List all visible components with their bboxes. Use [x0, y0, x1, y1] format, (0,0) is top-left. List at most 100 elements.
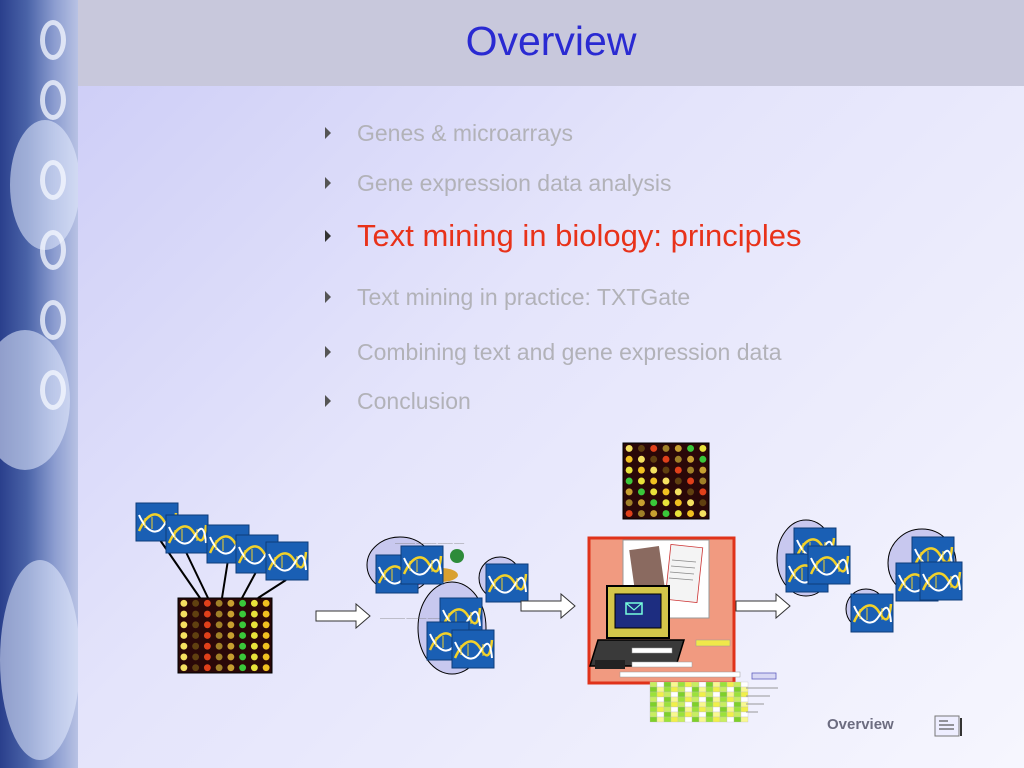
microarray-spot — [180, 621, 188, 629]
microarray-spot — [192, 610, 200, 618]
heatmap-cell — [656, 701, 665, 708]
microarray-spot — [637, 466, 645, 474]
microarray-spot — [650, 510, 658, 518]
bullet-label: Genes & microarrays — [357, 120, 574, 146]
heatmap-cell — [656, 686, 665, 693]
microarray-spot — [687, 444, 695, 452]
microarray-spot — [180, 653, 188, 661]
microarray-spot — [662, 444, 670, 452]
sidebar-decoration — [0, 560, 78, 760]
microarray-spot — [699, 499, 707, 507]
heatmap-cell — [726, 716, 735, 723]
microarray-spot — [203, 610, 211, 618]
microarray-icon — [177, 597, 273, 674]
heatmap-cell — [740, 711, 749, 718]
microarray-spot — [192, 632, 200, 639]
heatmap-cell — [712, 701, 721, 708]
microarray-spot — [227, 664, 235, 672]
heatmap-cell — [684, 681, 693, 688]
heatmap-cell — [677, 711, 686, 718]
heatmap-cell — [698, 701, 707, 708]
microarray-spot — [192, 653, 200, 661]
microarray-spot — [662, 499, 670, 507]
heatmap-cell — [740, 706, 749, 713]
microarray-spot — [674, 444, 682, 452]
microarray-spot — [239, 664, 247, 672]
heatmap-cell — [698, 681, 707, 688]
heatmap-cell — [684, 706, 693, 713]
heatmap-cell — [691, 711, 700, 718]
heatmap-cell — [733, 696, 742, 703]
microarray-spot — [674, 477, 682, 485]
heatmap-cell — [712, 686, 721, 693]
microarray-spot — [227, 621, 235, 629]
microarray-spot — [239, 599, 247, 607]
sidebar-decoration — [40, 230, 66, 270]
sidebar-decoration — [40, 20, 66, 60]
heatmap-cell — [684, 701, 693, 708]
heatmap-cell — [712, 711, 721, 718]
dna-helix-icon — [918, 560, 964, 602]
heatmap-cell — [656, 706, 665, 713]
heatmap-cell — [705, 701, 714, 708]
heatmap-cell — [663, 701, 672, 708]
microarray-spot — [215, 632, 223, 639]
heatmap-cell — [656, 681, 665, 688]
heatmap-cell — [733, 711, 742, 718]
heatmap-cell — [733, 716, 742, 723]
heatmap-cell — [649, 686, 658, 693]
heatmap-cell — [733, 691, 742, 698]
bullet-label: Combining text and gene expression data — [357, 339, 782, 365]
microarray-spot — [203, 664, 211, 672]
heatmap-cell — [684, 691, 693, 698]
microarray-spot — [239, 621, 247, 629]
heatmap-cell — [719, 716, 728, 723]
microarray-spot — [250, 632, 258, 639]
microarray-spot — [674, 466, 682, 474]
gene-clusters-group: ———— ———— ——— —— ————— ———— —————— —— — [366, 536, 530, 675]
heatmap-cell — [698, 716, 707, 723]
sidebar-decoration — [40, 300, 66, 340]
microarray-spot — [239, 610, 247, 618]
heatmap-cell — [691, 686, 700, 693]
gene-groups-result — [776, 519, 964, 634]
microarray-spot — [203, 642, 211, 650]
microarray-spot — [250, 599, 258, 607]
microarray-spot — [625, 444, 633, 452]
heatmap-cell — [649, 706, 658, 713]
microarray-spot — [227, 632, 235, 639]
microarray-spot — [637, 488, 645, 496]
heatmap-cell — [677, 686, 686, 693]
heatmap-cell — [705, 696, 714, 703]
heatmap-cell — [649, 691, 658, 698]
heatmap-cell — [719, 706, 728, 713]
slide-navigation-icon[interactable] — [934, 714, 964, 738]
sidebar-decoration — [40, 160, 66, 200]
slide-title: Overview — [465, 18, 637, 64]
microarray-spot — [674, 455, 682, 463]
microarray-spot — [215, 664, 223, 672]
heatmap-cell — [726, 681, 735, 688]
heatmap-cell — [656, 691, 665, 698]
heatmap-cell — [719, 696, 728, 703]
heatmap-cell — [733, 701, 742, 708]
bullet-arrow-icon — [325, 291, 331, 303]
sidebar-decoration — [40, 370, 66, 410]
heatmap-cell — [705, 706, 714, 713]
microarray-spot — [662, 477, 670, 485]
microarray-spot — [699, 477, 707, 485]
heatmap-cell — [691, 681, 700, 688]
heatmap-cell — [726, 701, 735, 708]
microarray-spot — [250, 621, 258, 629]
microarray-spot — [203, 653, 211, 661]
microarray-spot — [625, 466, 633, 474]
heatmap-cell — [712, 696, 721, 703]
microarray-spot — [227, 599, 235, 607]
heatmap-cell — [649, 696, 658, 703]
heatmap-cell — [705, 711, 714, 718]
heatmap-cell — [698, 686, 707, 693]
microarray-spot — [262, 632, 270, 639]
text-mining-group — [587, 442, 778, 723]
bullet-arrow-icon — [325, 127, 331, 139]
microarray-spot — [625, 488, 633, 496]
